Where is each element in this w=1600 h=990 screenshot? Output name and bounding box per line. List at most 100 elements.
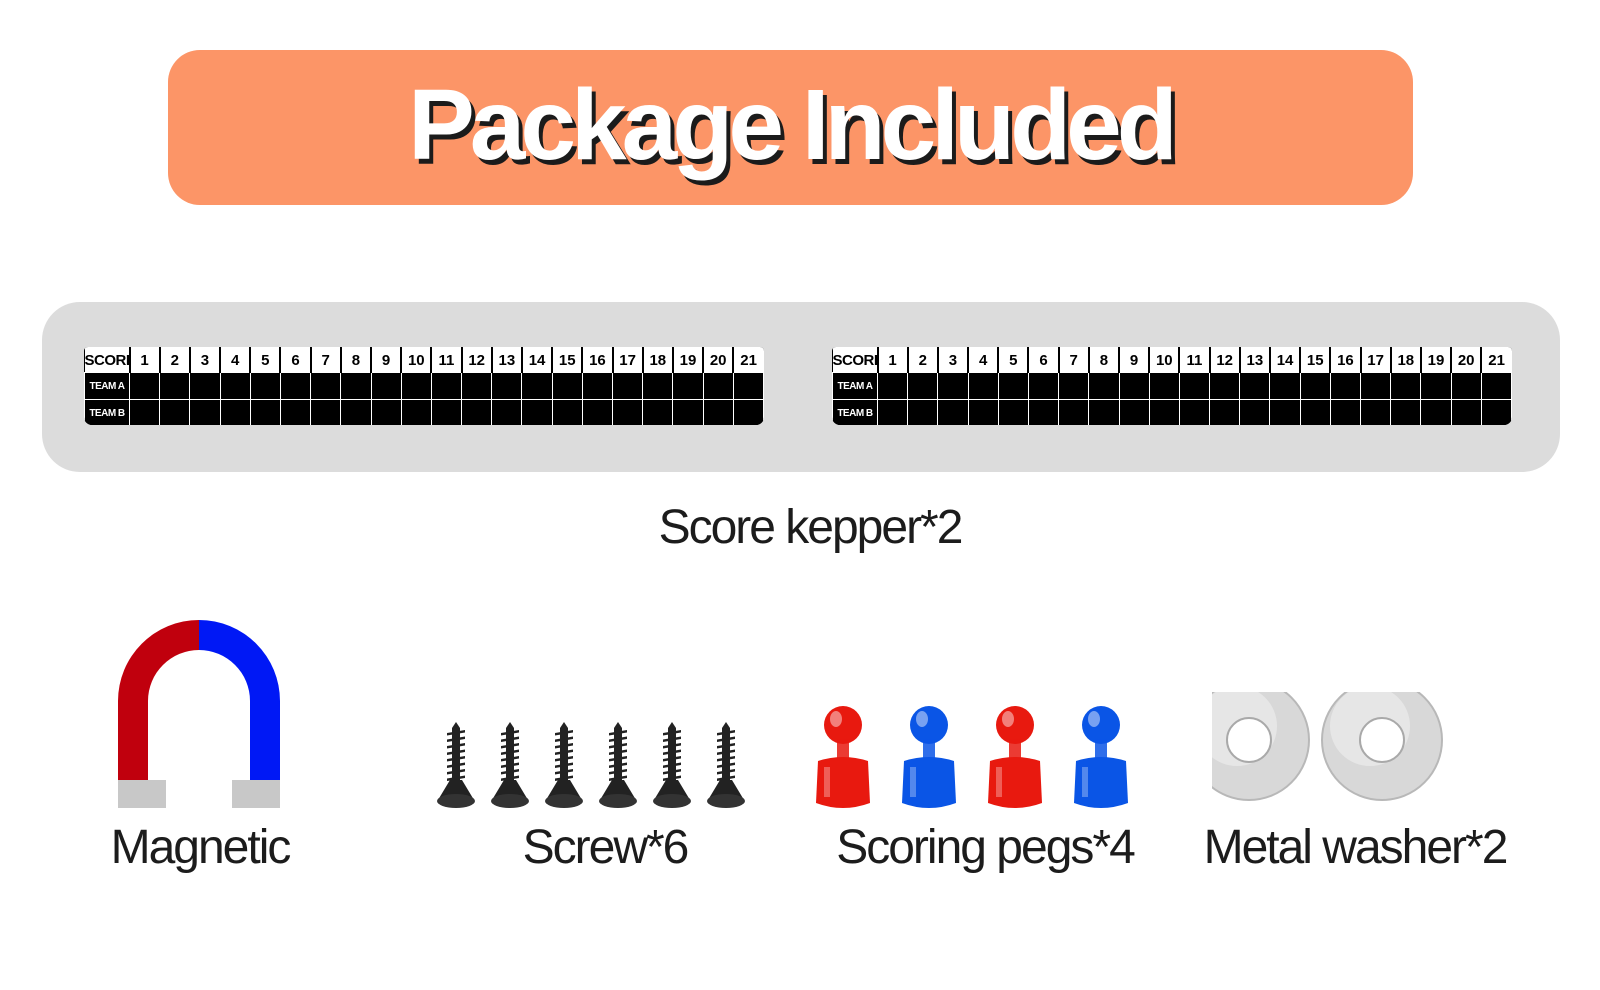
score-cell [876, 399, 909, 425]
score-cell [1480, 372, 1512, 400]
screw-icon [653, 722, 691, 808]
score-cell [672, 399, 704, 425]
screws-group [437, 722, 745, 808]
score-number: 7 [1057, 347, 1090, 373]
score-cell [461, 399, 493, 425]
score-number: 11 [430, 347, 463, 373]
score-cell [997, 399, 1029, 425]
horseshoe-magnet-icon [118, 620, 280, 808]
score-cell [400, 372, 432, 400]
score-number: 16 [1329, 347, 1362, 373]
score-cell [1299, 372, 1331, 400]
score-number: 8 [339, 347, 372, 373]
score-cell [189, 399, 221, 425]
score-cell [219, 372, 251, 400]
score-cell [1359, 372, 1392, 400]
score-cell [1148, 399, 1180, 425]
score-cell [702, 372, 734, 400]
score-cell [340, 372, 372, 400]
score-cell [907, 399, 939, 425]
score-cell [1148, 372, 1180, 400]
score-number: 18 [1389, 347, 1422, 373]
score-table: SCORE123456789101112131415161718192021TE… [84, 347, 764, 425]
score-number: 17 [611, 347, 644, 373]
score-number: 7 [309, 347, 342, 373]
score-cell [1450, 372, 1482, 400]
score-number: 1 [128, 347, 161, 373]
score-number: 21 [732, 347, 764, 373]
score-cell [340, 399, 372, 425]
score-cell [732, 399, 764, 425]
washer-icon [1212, 692, 1310, 801]
score-number: 21 [1480, 347, 1512, 373]
score-cell [1390, 372, 1422, 400]
score-number: 10 [400, 347, 432, 373]
score-cell [370, 399, 402, 425]
score-number: 2 [158, 347, 191, 373]
score-number: 20 [1450, 347, 1482, 373]
screw-icon [707, 722, 745, 808]
score-cell [219, 399, 251, 425]
score-cell [1329, 399, 1362, 425]
washer-icon [1321, 692, 1443, 801]
score-cell [400, 399, 432, 425]
score-number: 13 [1238, 347, 1271, 373]
score-cell [581, 399, 614, 425]
team-label: TEAM A [832, 372, 878, 400]
score-cell [967, 372, 999, 400]
score-keeper-panel: SCORE123456789101112131415161718192021TE… [42, 302, 1560, 472]
score-cell [1269, 399, 1301, 425]
score-cell [672, 372, 704, 400]
score-number: 10 [1148, 347, 1180, 373]
score-cell [1058, 372, 1090, 400]
push-pin-icon [988, 706, 1042, 808]
magnet-caption: Magnetic [110, 821, 292, 874]
score-cell [1299, 399, 1331, 425]
score-cell [876, 372, 909, 400]
score-number: 9 [369, 347, 402, 373]
score-number: 5 [997, 347, 1029, 373]
score-cell [581, 372, 614, 400]
score-cell [430, 399, 463, 425]
score-cell [1390, 399, 1422, 425]
push-pin-icon [816, 706, 870, 808]
score-number: 16 [581, 347, 614, 373]
screw-icon [599, 722, 637, 808]
score-cell [1118, 372, 1150, 400]
score-number: 14 [520, 347, 553, 373]
score-cell [702, 399, 734, 425]
score-number: 14 [1268, 347, 1301, 373]
score-cell [1027, 399, 1060, 425]
score-cell [551, 372, 583, 400]
score-board: SCORE123456789101112131415161718192021TE… [832, 347, 1512, 425]
score-number: 3 [936, 347, 969, 373]
score-cell [1239, 372, 1271, 400]
score-cell [1027, 372, 1060, 400]
screw-icon [491, 722, 529, 808]
score-cell [551, 399, 583, 425]
score-table: SCORE123456789101112131415161718192021TE… [832, 347, 1512, 425]
score-number: 8 [1087, 347, 1120, 373]
push-pin-icon [902, 706, 956, 808]
score-number: 3 [188, 347, 221, 373]
package-banner: Package Included [168, 50, 1413, 205]
score-cell [279, 372, 312, 400]
score-number: 20 [702, 347, 734, 373]
push-pin-icon [1074, 706, 1128, 808]
score-number: 15 [1299, 347, 1331, 373]
score-cell [521, 372, 553, 400]
score-cell [611, 399, 644, 425]
score-cell [1450, 399, 1482, 425]
washers-group [1212, 692, 1443, 801]
score-cell [967, 399, 999, 425]
score-number: 9 [1117, 347, 1150, 373]
score-cell [1480, 399, 1512, 425]
banner-title: Package Included [408, 68, 1178, 181]
score-cell [491, 372, 523, 400]
screw-icon [545, 722, 583, 808]
score-cell [159, 399, 191, 425]
team-label: TEAM B [832, 399, 878, 425]
score-cell [1088, 399, 1120, 425]
score-cell [491, 399, 523, 425]
score-cell [1058, 399, 1090, 425]
